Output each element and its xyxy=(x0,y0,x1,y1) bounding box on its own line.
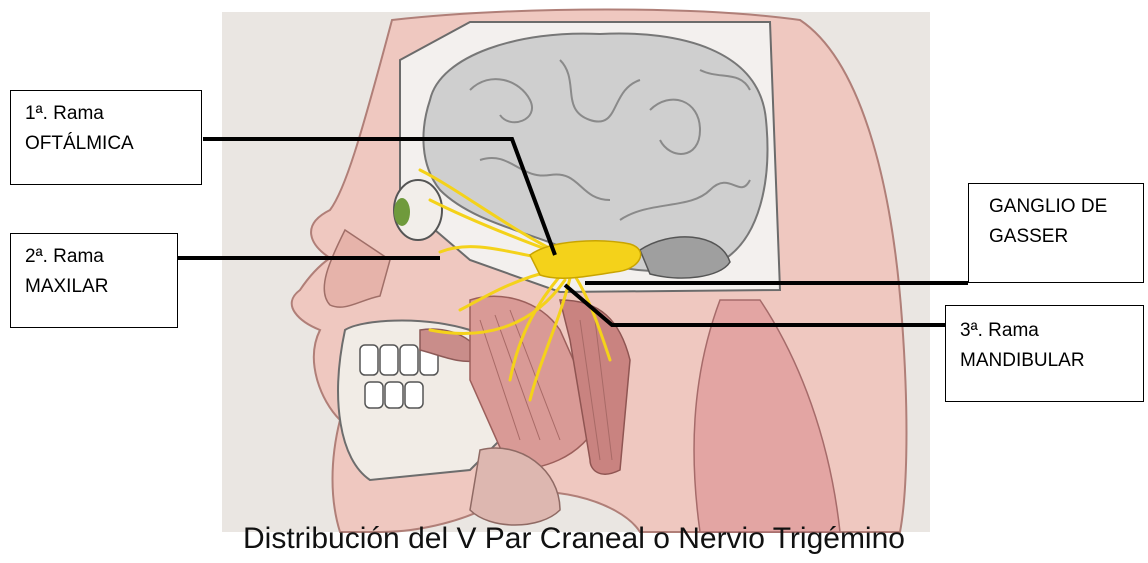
label-oftalmica-line1: 1ª. Rama xyxy=(25,99,187,129)
label-maxilar-line2: MAXILAR xyxy=(25,272,163,302)
label-maxilar: 2ª. Rama MAXILAR xyxy=(10,233,178,328)
label-maxilar-line1: 2ª. Rama xyxy=(25,242,163,272)
label-gasser-line2: GASSER xyxy=(989,222,1129,252)
figure-caption: Distribución del V Par Craneal o Nervio … xyxy=(0,522,1148,556)
label-mandibular-line2: MANDIBULAR xyxy=(960,346,1129,376)
label-mandibular: 3ª. Rama MANDIBULAR xyxy=(945,305,1144,402)
label-oftalmica-line2: OFTÁLMICA xyxy=(25,129,187,159)
label-mandibular-line1: 3ª. Rama xyxy=(960,316,1129,346)
label-oftalmica: 1ª. Rama OFTÁLMICA xyxy=(10,90,202,185)
label-gasser-line1: GANGLIO DE xyxy=(989,192,1129,222)
label-gasser: GANGLIO DE GASSER xyxy=(968,183,1144,283)
eye-iris xyxy=(394,198,410,226)
